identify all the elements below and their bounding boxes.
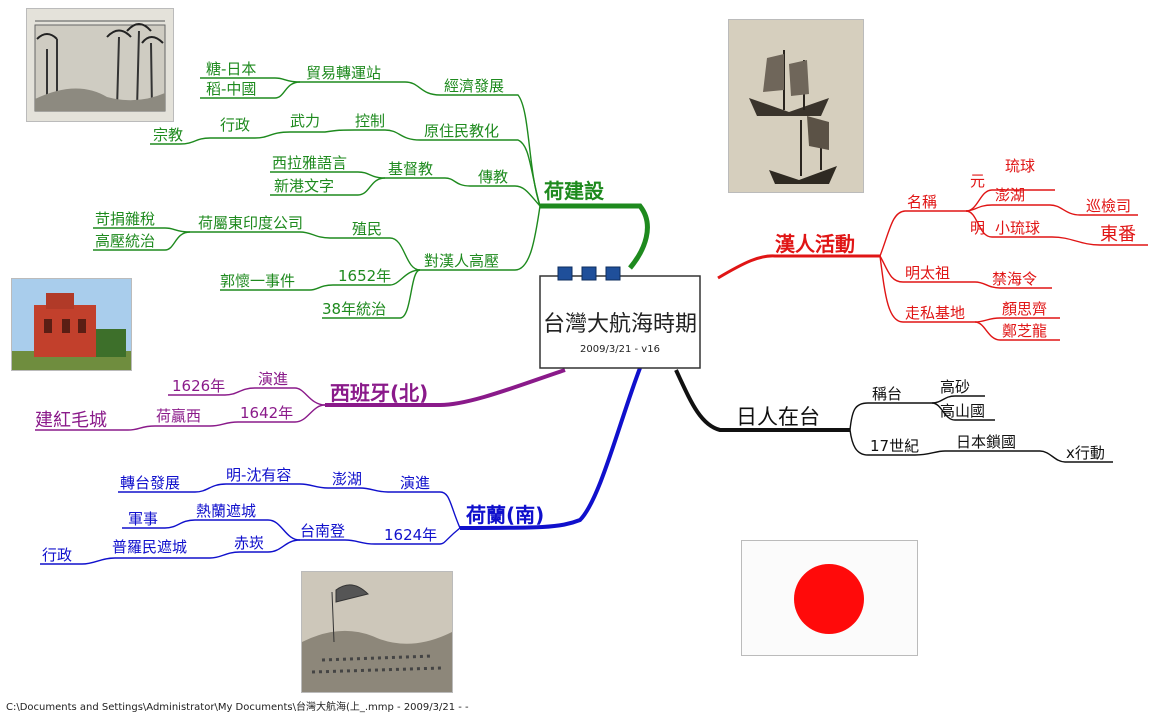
fort-illustration [12, 279, 131, 370]
node-oppress[interactable]: 高壓統治 [95, 232, 155, 250]
branch-han [717, 189, 1148, 341]
node-move[interactable]: 轉台發展 [120, 474, 180, 492]
connector-japan [674, 369, 850, 432]
node-ban[interactable]: 禁海令 [992, 270, 1037, 288]
node-1652[interactable]: 1652年 [338, 267, 391, 285]
connector-han [717, 254, 880, 280]
topic-dutch-south[interactable]: 荷蘭(南) [466, 503, 544, 527]
labels-han: 漢人活動 名稱 元 琉球 澎湖 巡檢司 明 小琉球 東番 明太祖 禁海令 走私基… [775, 157, 1136, 340]
topic-japan[interactable]: 日人在台 [736, 405, 820, 429]
labels-dutch-build: 荷建設 經濟發展 貿易轉運站 糖-日本 稻-中國 原住民教化 控制 武力 行政 … [95, 60, 605, 318]
node-missionary[interactable]: 傳教 [478, 168, 508, 186]
labels-spain: 西班牙(北) 演進 1626年 1642年 荷贏西 建紅毛城 [35, 370, 428, 431]
node-dongfan[interactable]: 東番 [1100, 224, 1136, 245]
node-name[interactable]: 名稱 [907, 193, 937, 211]
central-topic[interactable]: 台灣大航海時期 2009/3/21 - v16 [539, 266, 701, 369]
node-trade-hub[interactable]: 貿易轉運站 [306, 64, 381, 82]
engraving-illustration [27, 9, 173, 121]
connector-dutch-build [540, 203, 650, 270]
battle-scene-engraving-image [301, 571, 453, 693]
node-military[interactable]: 軍事 [128, 510, 158, 528]
ships-illustration [729, 20, 863, 192]
topic-icon-square [581, 266, 597, 281]
node-inspect[interactable]: 巡檢司 [1086, 197, 1131, 215]
branch-japan [674, 369, 1113, 463]
connector-spain [325, 368, 566, 407]
node-provintia[interactable]: 普羅民遮城 [112, 538, 187, 556]
node-yuan[interactable]: 元 [970, 172, 985, 190]
branch-dutch-build [93, 77, 650, 319]
node-econ[interactable]: 經濟發展 [444, 77, 504, 95]
node-guo[interactable]: 郭懷一事件 [220, 272, 295, 290]
file-path-footer: C:\Documents and Settings\Administrator\… [6, 702, 469, 713]
node-tax[interactable]: 苛捐雜稅 [95, 210, 155, 228]
node-1626[interactable]: 1626年 [172, 377, 225, 395]
node-sinkan[interactable]: 新港文字 [274, 177, 334, 195]
node-siraya[interactable]: 西拉雅語言 [272, 154, 347, 172]
node-17c[interactable]: 17世紀 [870, 437, 919, 455]
node-zheng[interactable]: 鄭芝龍 [1002, 322, 1047, 340]
node-aboriginal[interactable]: 原住民教化 [424, 122, 499, 140]
rising-sun-illustration [794, 564, 864, 634]
node-1642[interactable]: 1642年 [240, 404, 293, 422]
topic-han[interactable]: 漢人活動 [775, 232, 855, 256]
battle-illustration [302, 572, 452, 692]
node-penghu[interactable]: 澎湖 [332, 470, 362, 488]
labels-dutch-south: 荷蘭(南) 演進 澎湖 明-沈有容 轉台發展 1624年 台南登 熱蘭遮城 軍事… [42, 466, 544, 564]
node-sugar-japan[interactable]: 糖-日本 [206, 60, 256, 78]
node-call[interactable]: 稱台 [872, 385, 902, 403]
node-christianity[interactable]: 基督教 [388, 160, 433, 178]
branch-dutch-south [40, 367, 642, 565]
node-action[interactable]: x行動 [1066, 444, 1105, 462]
node-gaoshan[interactable]: 高山國 [940, 402, 985, 420]
flag-red-disc [794, 564, 864, 634]
node-dutch-win[interactable]: 荷贏西 [156, 407, 201, 425]
node-taizu[interactable]: 明太祖 [905, 264, 950, 282]
labels-japan: 日人在台 稱台 高砂 高山國 17世紀 日本鎖國 x行動 [736, 378, 1105, 462]
node-policy[interactable]: 對漢人高壓 [424, 252, 499, 270]
connector-dutch-south [459, 367, 642, 530]
node-rice-china[interactable]: 稻-中國 [206, 80, 256, 98]
node-chikan[interactable]: 赤崁 [234, 534, 264, 552]
topic-spain[interactable]: 西班牙(北) [330, 381, 428, 405]
node-religion[interactable]: 宗教 [153, 126, 183, 144]
tropical-landscape-engraving-image [26, 8, 174, 122]
node-fort[interactable]: 建紅毛城 [35, 410, 107, 431]
central-topic-box [539, 275, 701, 369]
node-zeelandia[interactable]: 熱蘭遮城 [196, 502, 256, 520]
node-advance[interactable]: 演進 [258, 370, 288, 388]
central-subtitle: 2009/3/21 - v16 [580, 344, 660, 355]
branch-spain [35, 368, 566, 431]
node-small-ryukyu[interactable]: 小琉球 [995, 219, 1040, 237]
node-advance[interactable]: 演進 [400, 474, 430, 492]
red-fort-photo [11, 278, 132, 371]
sailing-ships-engraving-image [728, 19, 864, 193]
japan-flag-image [741, 540, 918, 656]
node-admin[interactable]: 行政 [42, 546, 72, 564]
node-1624[interactable]: 1624年 [384, 526, 437, 544]
topic-dutch-build[interactable]: 荷建設 [544, 179, 605, 203]
node-colonize[interactable]: 殖民 [352, 220, 382, 238]
node-admin[interactable]: 行政 [220, 116, 250, 134]
node-force[interactable]: 武力 [290, 112, 320, 130]
central-title: 台灣大航海時期 [543, 312, 697, 337]
node-shen[interactable]: 明-沈有容 [226, 466, 291, 484]
node-ryukyu[interactable]: 琉球 [1005, 157, 1035, 175]
node-sakoku[interactable]: 日本鎖國 [956, 433, 1016, 451]
node-smuggle[interactable]: 走私基地 [905, 304, 965, 322]
node-gaosha[interactable]: 高砂 [940, 378, 970, 396]
node-ming[interactable]: 明 [970, 219, 985, 237]
node-yan[interactable]: 顏思齊 [1002, 300, 1047, 318]
node-rule38[interactable]: 38年統治 [322, 300, 386, 318]
node-tainan[interactable]: 台南登 [300, 522, 345, 540]
topic-icon-square [605, 266, 621, 281]
node-control[interactable]: 控制 [355, 112, 385, 130]
topic-icon-square [557, 266, 573, 281]
node-voc[interactable]: 荷屬東印度公司 [198, 214, 303, 232]
node-penghu[interactable]: 澎湖 [995, 186, 1025, 204]
